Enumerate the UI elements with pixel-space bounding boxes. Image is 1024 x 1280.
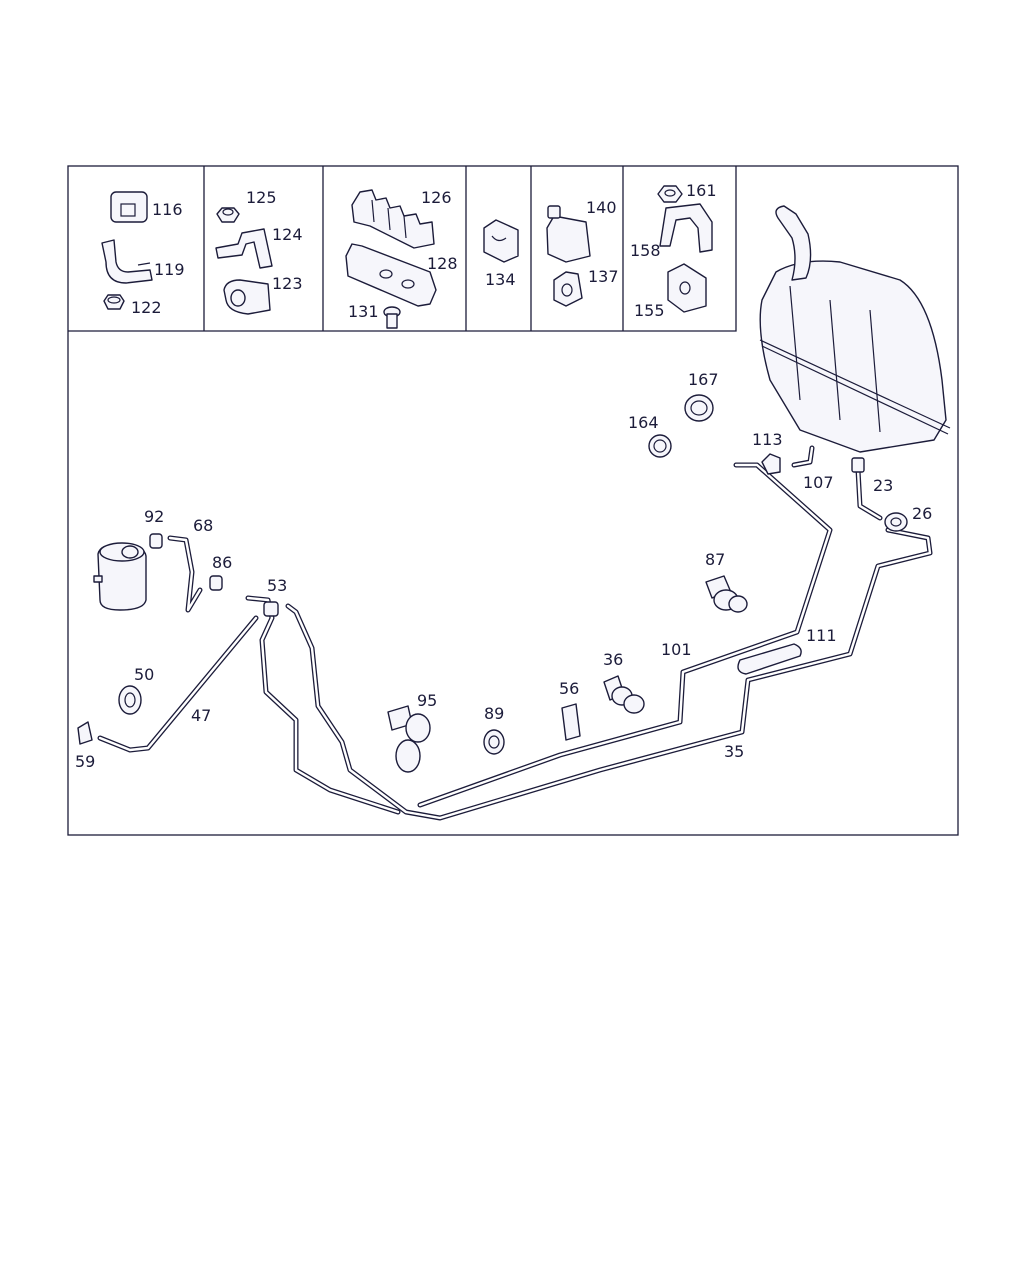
- part-89-band-clamp: [483, 729, 505, 755]
- line-68: [167, 535, 203, 613]
- part-36-clamp: [603, 675, 645, 714]
- part-140-clamp: [546, 205, 591, 263]
- callout-107: 107: [803, 473, 834, 492]
- callout-164: 164: [628, 413, 659, 432]
- part-167-seal-ring: [684, 394, 714, 422]
- part-134-clip: [483, 219, 519, 263]
- part-158-bracket: [659, 203, 713, 253]
- callout-122: 122: [131, 298, 162, 317]
- part-126-clip-strip: [351, 189, 435, 249]
- part-125-nut: [216, 207, 240, 223]
- callout-113: 113: [752, 430, 783, 449]
- part-107-hose: [791, 445, 815, 468]
- line-23: [855, 467, 883, 521]
- inset-box-4: [483, 219, 519, 263]
- callout-labels: 116 119 122 125 124 123 126 128 131 134 …: [75, 181, 932, 771]
- part-87-clamp: [705, 575, 748, 613]
- part-26-clamp: [884, 512, 908, 532]
- callout-56: 56: [559, 679, 579, 698]
- callout-26: 26: [912, 504, 932, 523]
- fuel-tank: [759, 205, 951, 453]
- callout-47: 47: [191, 706, 211, 725]
- part-50-grommet: [118, 685, 142, 715]
- callout-95: 95: [417, 691, 437, 710]
- part-116-rubber-mount: [110, 191, 148, 223]
- part-56-clip: [561, 703, 581, 741]
- callout-161: 161: [686, 181, 717, 200]
- part-113-clip: [761, 453, 781, 475]
- callout-92: 92: [144, 507, 164, 526]
- callout-87: 87: [705, 550, 725, 569]
- part-119-bracket: [101, 239, 153, 284]
- diagram-frame: [67, 165, 959, 836]
- callout-23: 23: [873, 476, 893, 495]
- inset-box-1: [101, 191, 153, 310]
- part-59-clip: [77, 721, 93, 745]
- part-161-nut: [657, 185, 683, 203]
- callout-167: 167: [688, 370, 719, 389]
- part-122-nut: [103, 294, 125, 310]
- part-23-fitting: [851, 457, 865, 473]
- callout-53: 53: [267, 576, 287, 595]
- inset-box-5: [546, 205, 591, 307]
- callout-59: 59: [75, 752, 95, 771]
- line-left-return: [245, 595, 401, 815]
- part-155-mount: [667, 263, 707, 313]
- part-95-clamp: [387, 705, 431, 773]
- callout-101: 101: [661, 640, 692, 659]
- callout-116: 116: [152, 200, 183, 219]
- part-128-clip-strip: [345, 243, 437, 307]
- part-123-mount: [223, 279, 271, 315]
- callout-86: 86: [212, 553, 232, 572]
- fuel-lines: [97, 445, 933, 821]
- callout-68: 68: [193, 516, 213, 535]
- callout-128: 128: [427, 254, 458, 273]
- part-86-clip: [209, 575, 223, 591]
- callout-111: 111: [806, 626, 837, 645]
- callout-131: 131: [348, 302, 379, 321]
- callout-119: 119: [154, 260, 185, 279]
- part-124-bracket: [215, 228, 273, 269]
- callout-134: 134: [485, 270, 516, 289]
- part-fuel-filter: [93, 542, 147, 611]
- line-47: [97, 615, 259, 753]
- part-164-ring: [648, 434, 672, 458]
- part-111-hose: [737, 643, 802, 675]
- inset-box-3: [345, 189, 437, 329]
- callout-35: 35: [724, 742, 744, 761]
- part-131-screw: [383, 306, 401, 329]
- callout-137: 137: [588, 267, 619, 286]
- callout-140: 140: [586, 198, 617, 217]
- inset-box-2: [215, 207, 273, 315]
- callout-126: 126: [421, 188, 452, 207]
- main-parts: [77, 394, 908, 773]
- callout-36: 36: [603, 650, 623, 669]
- callout-155: 155: [634, 301, 665, 320]
- callout-124: 124: [272, 225, 303, 244]
- callout-158: 158: [630, 241, 661, 260]
- callout-50: 50: [134, 665, 154, 684]
- part-137-grommet: [553, 271, 583, 307]
- callout-123: 123: [272, 274, 303, 293]
- callout-125: 125: [246, 188, 277, 207]
- callout-89: 89: [484, 704, 504, 723]
- part-92-clip: [149, 533, 163, 549]
- inset-box-6: [657, 185, 713, 313]
- line-101: [417, 462, 833, 808]
- line-35: [285, 527, 933, 821]
- part-53-clip: [263, 601, 279, 617]
